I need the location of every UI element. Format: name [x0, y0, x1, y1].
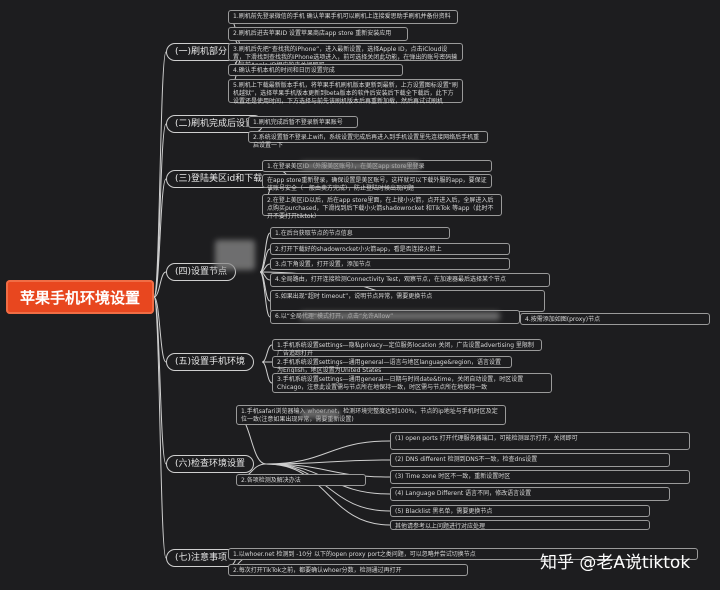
leaf-node: (5) Blacklist 黑名单，需要更换节点	[390, 505, 650, 517]
connector-line	[265, 463, 391, 512]
redaction-blur	[300, 162, 420, 170]
connector-line	[265, 440, 391, 465]
leaf-node: 5.刷机上下载最新版本手机，将苹果手机刷机版本更新到最新，上方设置图标设置“刷机…	[228, 79, 463, 105]
leaf-node: 其他请参考以上问题进行对应处理	[390, 520, 650, 530]
leaf-node: 2.每次打开TikTok之前，都要确认whoer分数，检测通过再打开	[228, 564, 468, 576]
connector-line	[265, 459, 391, 465]
leaf-node: 在app store重新登录，确保设置是美区账号，这样就可以下载外服的app，要…	[262, 174, 492, 192]
leaf-node: 4.按需添加如图(proxy)节点	[520, 313, 710, 325]
leaf-node: (3) Time zone 时区不一致，重新设置时区	[390, 470, 690, 484]
leaf-node: (1) open ports 打开代理服务器端口，可能检测显示打开，关闭即可	[390, 432, 690, 450]
redaction-blur	[300, 312, 500, 320]
leaf-node: (4) Language Different 语言不同，修改语言设置	[390, 487, 670, 501]
leaf-node: 1.手机系统设置settings—隐私privacy—定位服务location …	[272, 339, 542, 357]
connector-line	[261, 361, 273, 384]
leaf-node: 1.刷机完成后暂不登录新苹果账号	[248, 116, 358, 128]
connector-line	[153, 51, 167, 298]
leaf-node: 4.确认手机本机的时间和日历设置完成	[228, 64, 403, 76]
connector-line	[265, 463, 391, 526]
leaf-node: 3.刷机后先把“查找我的iPhone”，进入最新设置，选择Apple ID，点击…	[228, 43, 463, 69]
leaf-node: 1.手机safari浏览器输入 whoer.net，检测环境完整度达到100%，…	[236, 405, 506, 425]
connector-line	[265, 463, 391, 478]
leaf-node: 3.手机系统设置settings—通用general—日期与时间date&tim…	[272, 373, 552, 393]
leaf-node: (2) DNS different 检测到DNS不一致，检查dns设置	[390, 453, 670, 467]
branch-node: (六)检查环境设置	[166, 455, 255, 473]
connector-line	[153, 296, 167, 559]
root-node: 苹果手机环境设置	[6, 280, 154, 314]
branch-node: (一)刷机部分	[166, 43, 237, 61]
redaction-blur	[215, 240, 255, 270]
watermark: 知乎 @老A说tiktok	[540, 553, 691, 573]
leaf-node: 1.刷机前先登录微信的手机 确认苹果手机可以刷机上连接爱思助手刷机并备份资料	[228, 10, 458, 24]
leaf-node: 2.在登上美区iD以后，后在app store里面，在上搜小火箭，点开进入后，全…	[262, 194, 502, 220]
leaf-node: 4.全局路由，打开连接检测Connectivity Test，观察节点，在加速器…	[270, 273, 550, 287]
leaf-node: 2.手机系统设置settings—通用general—语言与地区language…	[272, 356, 512, 374]
branch-node: (七)注意事项	[166, 549, 237, 567]
leaf-node: 2.刷机后进去苹果ID 设置苹果商店app store 重新安装应用	[228, 27, 408, 41]
leaf-node: 2.打开下载好的shadowrocket小火箭app，看是否连接火箭上	[270, 243, 510, 255]
leaf-node: 5.如果出现“超时 timeout”，说明节点异常，需要更换节点	[270, 290, 545, 312]
leaf-node: 1.以whoer.net 检测到 -10分 以下的open proxy port…	[228, 548, 698, 560]
connector-line	[259, 271, 271, 318]
connector-line	[261, 344, 273, 363]
connector-line	[153, 296, 167, 363]
branch-node: (五)设置手机环境	[166, 353, 255, 371]
leaf-node: 3.点下角设置，打开设置，添加节点	[270, 258, 510, 270]
leaf-node: 2.各项检测及解决办法	[236, 474, 366, 486]
leaf-node: 2.系统设置暂不登录上wifi，系统设置完成后再进入到手机设置里先连接网络后手机…	[248, 131, 488, 149]
branch-node: (三)登陆美区id和下载app	[166, 170, 289, 188]
connector-line	[153, 178, 167, 298]
redaction-blur	[300, 410, 340, 418]
connector-line	[153, 271, 167, 298]
connector-line	[259, 232, 271, 273]
connector-line	[153, 123, 167, 298]
leaf-node: 1.在后台获取节点的节点信息	[270, 227, 450, 239]
